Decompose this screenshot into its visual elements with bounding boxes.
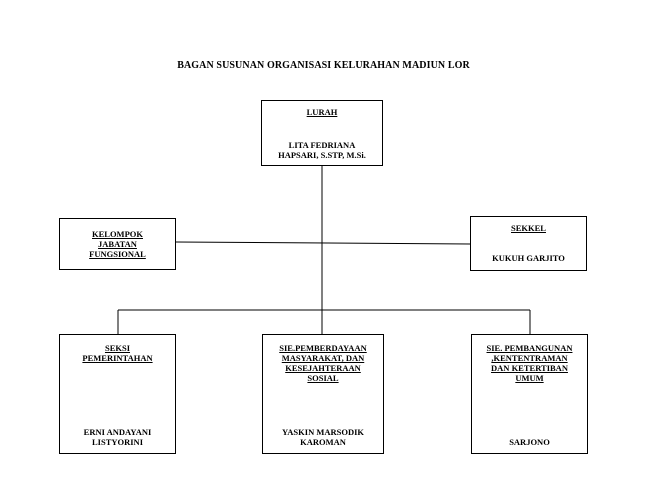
seksi-pemerintahan-role: SEKSI PEMERINTAHAN xyxy=(82,343,153,363)
sie-pembangunan-name: SARJONO xyxy=(509,437,550,447)
sekkel-role: SEKKEL xyxy=(511,223,546,233)
seksi-pemerintahan-name: ERNI ANDAYANI LISTYORINI xyxy=(83,427,152,447)
chart-title: BAGAN SUSUNAN ORGANISASI KELURAHAN MADIU… xyxy=(177,60,470,71)
kelompok-role: KELOMPOK JABATAN FUNGSIONAL xyxy=(89,229,146,259)
seksi-pemerintahan-box: SEKSI PEMERINTAHAN ERNI ANDAYANI LISTYOR… xyxy=(59,334,176,454)
lurah-role: LURAH xyxy=(306,107,338,117)
sie-pemberdayaan-box: SIE.PEMBERDAYAAN MASYARAKAT, DAN KESEJAH… xyxy=(262,334,384,454)
connector-staff-horizontal xyxy=(175,241,471,245)
sie-pemberdayaan-role: SIE.PEMBERDAYAAN MASYARAKAT, DAN KESEJAH… xyxy=(279,343,367,383)
sie-pembangunan-role: SIE. PEMBANGUNAN ,KENTENTRAMAN DAN KETER… xyxy=(486,343,573,383)
lurah-name: LITA FEDRIANA HAPSARI, S.STP, M.Si. xyxy=(278,140,366,160)
sie-pemberdayaan-name: YASKIN MARSODIK KAROMAN xyxy=(281,427,365,447)
kelompok-box: KELOMPOK JABATAN FUNGSIONAL xyxy=(59,218,176,270)
sie-pembangunan-box: SIE. PEMBANGUNAN ,KENTENTRAMAN DAN KETER… xyxy=(471,334,588,454)
sekkel-box: SEKKEL KUKUH GARJITO xyxy=(470,216,587,271)
sekkel-name: KUKUH GARJITO xyxy=(492,253,565,263)
lurah-box: LURAH LITA FEDRIANA HAPSARI, S.STP, M.Si… xyxy=(261,100,383,166)
